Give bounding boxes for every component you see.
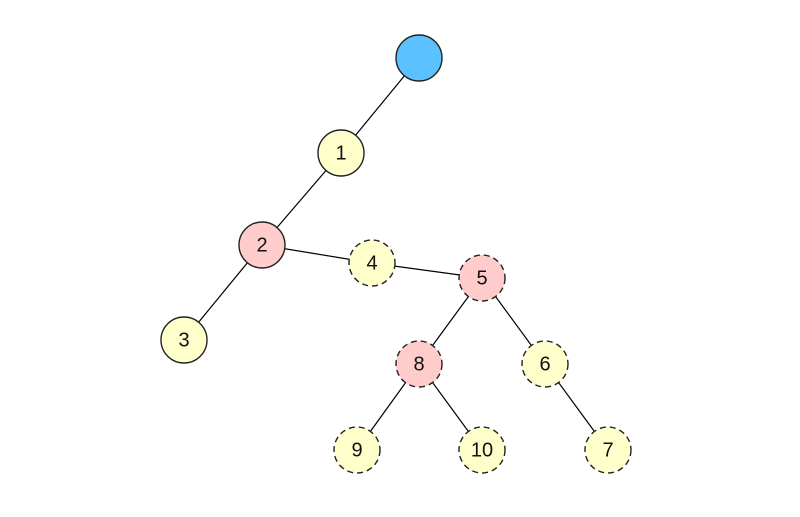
node-label: 8 [413, 353, 424, 375]
node-n1: 1 [317, 129, 365, 177]
node-label: 4 [366, 252, 377, 274]
node-n2: 2 [238, 221, 286, 269]
nodes-layer: 1 2 3 4 5 6 7 8 9 10 [160, 34, 632, 474]
node-label: 2 [256, 234, 267, 256]
node-circle [333, 426, 381, 474]
node-label: 3 [178, 329, 189, 351]
node-label: 10 [471, 439, 493, 461]
node-label: 6 [539, 353, 550, 375]
node-label: 1 [335, 142, 346, 164]
node-circle [458, 254, 506, 302]
node-n8: 8 [395, 340, 443, 388]
node-circle [238, 221, 286, 269]
node-circle [395, 34, 443, 82]
node-n9: 9 [333, 426, 381, 474]
node-n4: 4 [348, 239, 396, 287]
node-circle [395, 340, 443, 388]
node-label: 5 [476, 267, 487, 289]
node-circle [317, 129, 365, 177]
node-circle [584, 426, 632, 474]
node-circle [521, 340, 569, 388]
node-label: 7 [602, 439, 613, 461]
node-root [395, 34, 443, 82]
node-n6: 6 [521, 340, 569, 388]
node-n10: 10 [458, 426, 506, 474]
node-n7: 7 [584, 426, 632, 474]
node-circle [458, 426, 506, 474]
node-circle [160, 316, 208, 364]
node-n3: 3 [160, 316, 208, 364]
node-circle [348, 239, 396, 287]
node-n5: 5 [458, 254, 506, 302]
node-label: 9 [351, 439, 362, 461]
